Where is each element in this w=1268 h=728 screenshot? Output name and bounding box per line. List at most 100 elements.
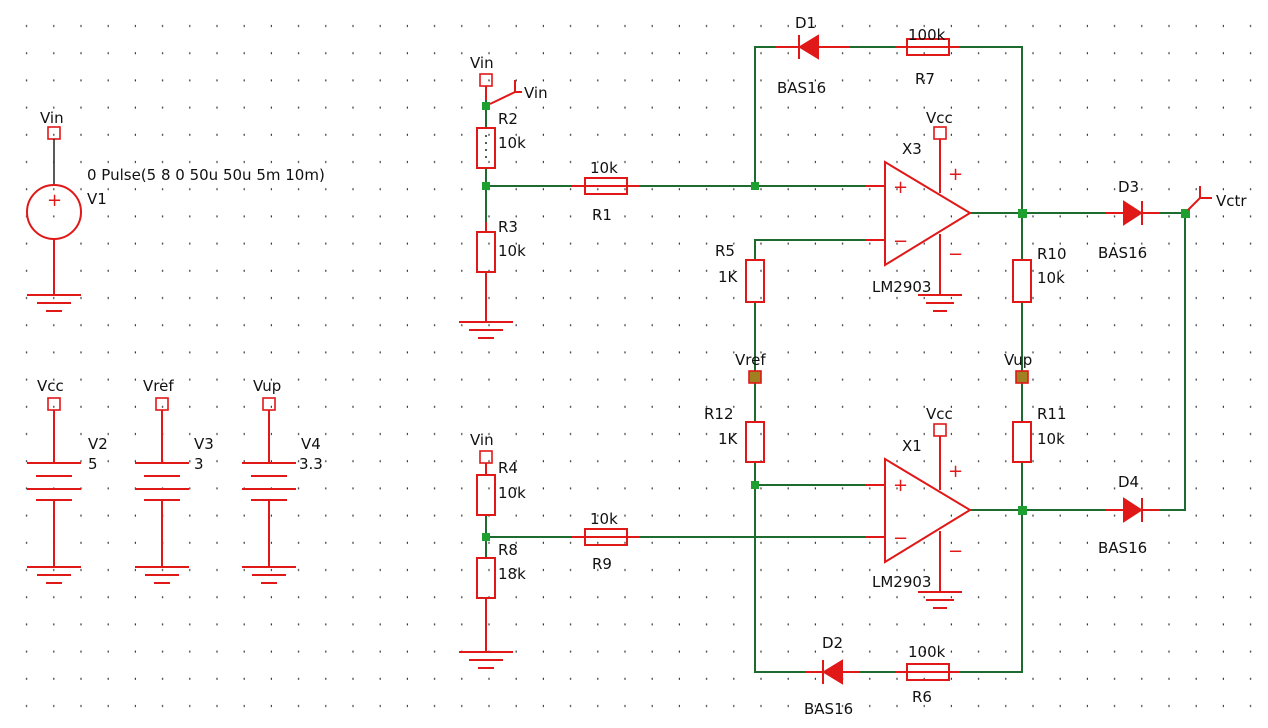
resistor-name: R9 [592,555,612,573]
source-name: V3 [194,435,214,453]
resistor-value: 10k [1037,430,1065,448]
net-label: Vin [40,109,64,127]
resistor-value: 1K [718,430,739,448]
resistor-value: 10k [498,134,526,152]
minus-input-sign: − [893,231,908,252]
source-value: 5 [88,455,98,473]
resistor-value: 10k [1037,269,1065,287]
net-label: Vcc [926,405,953,423]
source-v4[interactable]: Vup V4 3.3 [242,377,323,584]
ground-icon [242,566,296,584]
net-label: Vup [1004,351,1032,369]
diode-model: BAS16 [1098,539,1147,557]
net-label: Vcc [37,377,64,395]
plus-input-sign: + [893,475,908,496]
resistor-name: R3 [498,218,518,236]
supply-plus-sign: + [948,164,963,185]
ground-icon [135,566,189,584]
resistor-value: 10k [498,484,526,502]
source-v3[interactable]: Vref V3 3 [135,377,214,584]
junctions [482,102,1190,541]
resistor-name: R2 [498,110,518,128]
source-name: V4 [301,435,321,453]
net-label: Vin [470,54,494,72]
diode-name: D3 [1118,178,1139,196]
resistor-value: 18k [498,565,526,583]
net-pin-vin-top[interactable]: Vin Vin [470,54,548,105]
opamp-name: X1 [902,437,922,455]
opamp-model: LM2903 [872,573,931,591]
opamp-x1[interactable]: + − Vcc + − X1 LM2903 [865,405,972,609]
source-name: V1 [87,190,107,208]
net-label: Vcc [926,109,953,127]
net-pin-vin-bottom[interactable]: Vin [470,431,494,475]
net-label: Vup [253,377,281,395]
resistor-name: R6 [912,688,932,706]
resistor-name: R10 [1037,245,1067,263]
opamp-model: LM2903 [872,278,931,296]
resistor-name: R1 [592,206,612,224]
supply-plus-sign: + [948,461,963,482]
resistor-value: 10k [590,510,618,528]
net-label: Vref [735,351,766,369]
net-label: Vin [470,431,494,449]
ground-icon [27,566,81,584]
plus-input-sign: + [893,177,908,198]
diode-name: D4 [1118,473,1139,491]
resistor-name: R7 [915,70,935,88]
ground-icon [918,591,962,609]
resistor-value: 10k [590,159,618,177]
ground-icon [918,294,962,312]
wires [485,46,1186,673]
opamp-name: X3 [902,140,922,158]
plus-sign: + [47,190,62,211]
ground-icon [459,651,513,669]
source-v2[interactable]: Vcc V2 5 [27,377,108,584]
diode-model: BAS16 [804,700,853,718]
opamp-x3[interactable]: + − Vcc + − X3 LM2903 [865,109,972,312]
diode-model: BAS16 [777,79,826,97]
resistor-name: R12 [704,405,734,423]
diode-model: BAS16 [1098,244,1147,262]
net-pin-vref[interactable]: Vref [735,351,766,384]
resistor-name: R5 [715,242,735,260]
resistor-value: 1K [718,268,739,286]
diode-name: D1 [795,14,816,32]
net-label: Vctr [1216,192,1247,210]
supply-minus-sign: − [948,244,963,265]
source-v1[interactable]: Vin + 0 Pulse(5 8 0 50u 50u 5m 10m) V1 [26,109,325,312]
resistor-value: 100k [908,643,946,661]
net-pin-vup[interactable]: Vup [1004,351,1032,384]
source-value: 3.3 [299,455,323,473]
resistor-value: 100k [908,26,946,44]
minus-input-sign: − [893,528,908,549]
net-flag-label: Vin [524,84,548,102]
supply-minus-sign: − [948,541,963,562]
resistor-name: R4 [498,459,518,477]
resistor-value: 10k [498,242,526,260]
net-label: Vref [143,377,174,395]
net-flag-vctr[interactable]: Vctr [1187,186,1247,211]
ground-icon [27,294,81,312]
source-name: V2 [88,435,108,453]
source-value: 0 Pulse(5 8 0 50u 50u 5m 10m) [87,166,325,184]
diode-name: D2 [822,634,843,652]
